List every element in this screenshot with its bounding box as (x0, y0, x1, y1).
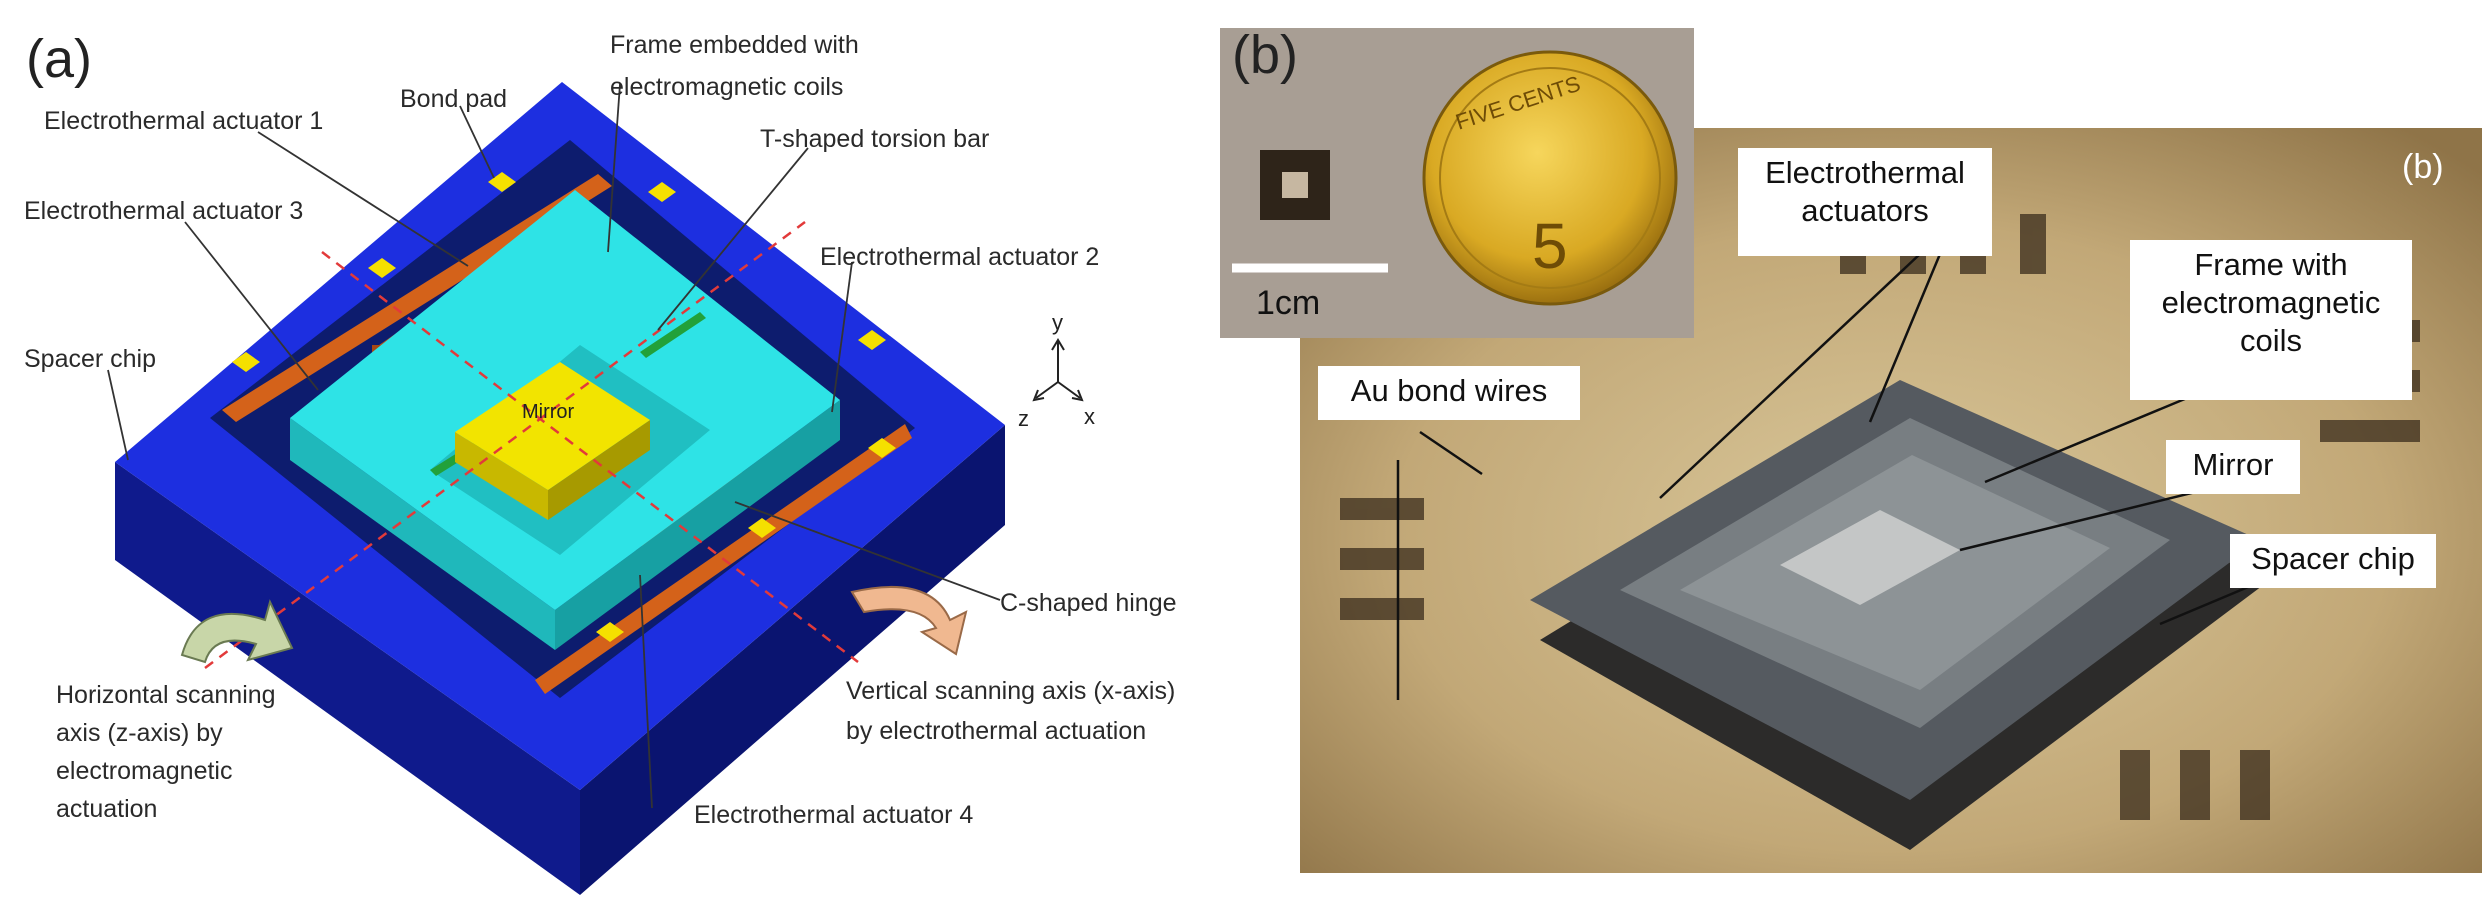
horizontal-axis-label-line2: axis (z-axis) by (56, 719, 223, 747)
frame-callout: Frame with electromagnetic coils (2130, 240, 2412, 400)
coin-value: 5 (1532, 210, 1568, 282)
mirror-callout: Mirror (2166, 440, 2300, 494)
panel-b: FIVE CENTS 5 1cm (b) (b) Electrothermal … (1220, 0, 2482, 900)
horizontal-axis-label-line1: Horizontal scanning (56, 681, 276, 709)
actuator-1-bar (222, 174, 612, 422)
mirror-top (455, 362, 650, 490)
vertical-scanning-axis (321, 251, 859, 663)
mirror-callout-label: Mirror (2192, 447, 2274, 482)
bond-pad (488, 172, 516, 192)
frame-callout-line1: Frame with (2194, 247, 2348, 282)
frame-callout-line2: electromagnetic (2161, 285, 2381, 320)
axis-y-label: y (1052, 310, 1063, 335)
c-hinge-label: C-shaped hinge (1000, 589, 1177, 617)
vertical-axis-label-line1: Vertical scanning axis (x-axis) (846, 677, 1176, 705)
actuator-1-label: Electrothermal actuator 1 (44, 107, 324, 135)
coin-rim (1439, 67, 1661, 289)
mirror-right-side (548, 420, 650, 520)
horizontal-axis-label-line4: actuation (56, 795, 158, 823)
bond-wires-label: Au bond wires (1350, 373, 1548, 408)
horizontal-rotation-arrow (180, 599, 294, 664)
actuators-line1: Electrothermal (1765, 155, 1965, 190)
frame-label-line2: electromagnetic coils (610, 73, 844, 101)
bond-pad (748, 518, 776, 538)
spacer-chip-left-side (115, 462, 580, 895)
chip-mirror (1780, 510, 1960, 605)
frame-callout-line3: coils (2239, 323, 2302, 358)
torsion-bar-back (640, 312, 706, 358)
panel-a: (a) (0, 0, 1240, 900)
bond-pad (858, 330, 886, 350)
actuators-line2: actuators (1801, 193, 1929, 228)
actuator-4-label: Electrothermal actuator 4 (694, 801, 974, 829)
actuator-2-label: Electrothermal actuator 2 (820, 243, 1100, 271)
frame-side (290, 418, 555, 650)
bond-pad (868, 438, 896, 458)
panel-a-letter: (a) (26, 29, 92, 89)
coin (1422, 50, 1678, 306)
mirror-label: Mirror (522, 401, 575, 423)
torsion-bar-label: T-shaped torsion bar (760, 125, 990, 153)
bond-pad (368, 258, 396, 278)
vertical-axis-label-line2: by electrothermal actuation (846, 717, 1147, 745)
mirror-left-side (455, 432, 548, 520)
axis-x-label: x (1084, 404, 1095, 429)
actuator-3-label: Electrothermal actuator 3 (24, 197, 304, 225)
frame-side-right (555, 400, 840, 650)
frame-label-line1: Frame embedded with (610, 31, 859, 59)
bond-wires-callout: Au bond wires (1318, 366, 1580, 420)
scale-label: 1cm (1256, 284, 1320, 322)
bond-pad (596, 622, 624, 642)
small-chip-center (1282, 172, 1308, 198)
bond-pad (648, 182, 676, 202)
mems-mirror-3d-diagram: y z x Mirror (107, 82, 1095, 895)
actuators-callout: Electrothermal actuators (1738, 148, 1992, 256)
coordinate-axes (1032, 338, 1084, 402)
bond-pad-label: Bond pad (400, 85, 508, 113)
spacer-chip-right-side (580, 425, 1005, 895)
panel-b-letter: (b) (1232, 25, 1298, 85)
horizontal-axis-label-line3: electromagnetic (56, 757, 233, 785)
bond-pad (232, 352, 260, 372)
inner-panel-letter: (b) (2402, 148, 2444, 186)
leader-lines (107, 83, 1001, 809)
vertical-rotation-arrow (850, 585, 968, 656)
axis-z-label: z (1018, 406, 1029, 431)
spacer-callout: Spacer chip (2230, 534, 2436, 588)
spacer-callout-label: Spacer chip (2251, 541, 2415, 576)
spacer-chip-label: Spacer chip (24, 345, 157, 373)
